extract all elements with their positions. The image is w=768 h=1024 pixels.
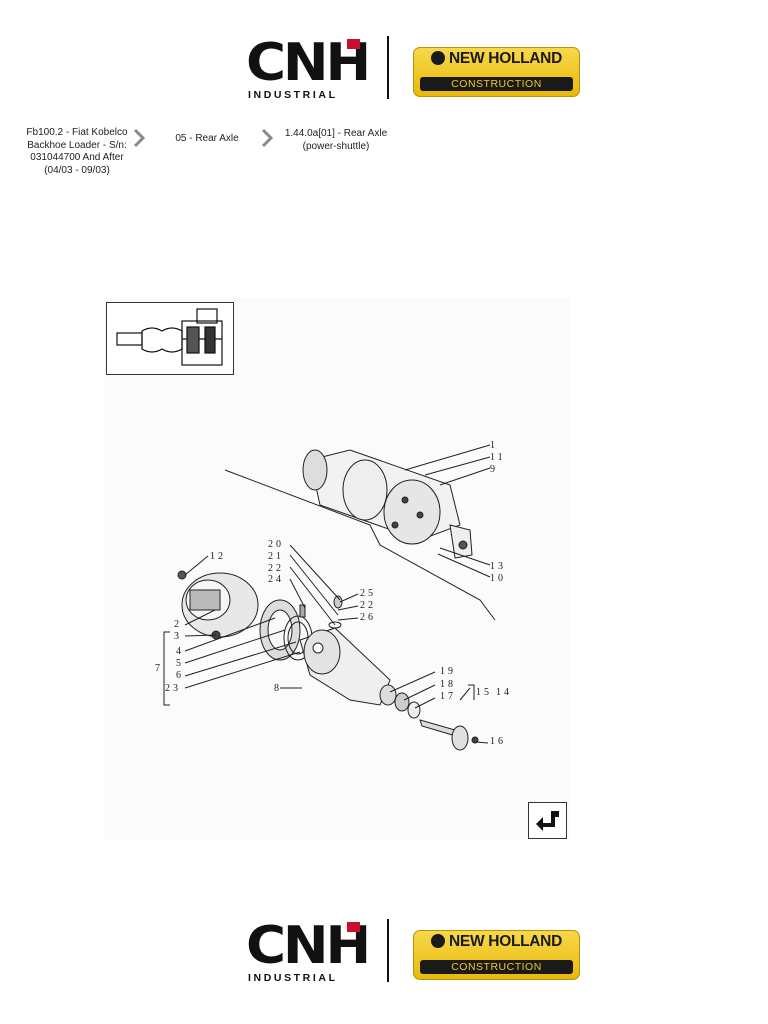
callout-label: 9 (490, 464, 498, 475)
callout-label: 26 (360, 612, 376, 623)
header-logos: CNH INDUSTRIAL NEW HOLLAND CONSTRUCTION (0, 33, 768, 103)
callout-label: 2 (174, 619, 182, 630)
callout-label: 19 (440, 666, 456, 677)
new-holland-construction-logo: NEW HOLLAND CONSTRUCTION (413, 47, 580, 97)
nh-logo-name-row: NEW HOLLAND (414, 50, 579, 68)
callout-label: 17 (440, 691, 456, 702)
callout-label: 15 (476, 687, 492, 698)
new-holland-construction-logo: NEW HOLLAND CONSTRUCTION (413, 930, 580, 980)
nh-logo-division: CONSTRUCTION (420, 960, 573, 974)
callout-label: 4 (176, 646, 184, 657)
nh-logo-name-row: NEW HOLLAND (414, 933, 579, 951)
breadcrumb-item-page: 1.44.0a[01] - Rear Axle (power-shuttle) (284, 128, 388, 152)
logo-divider (387, 919, 389, 982)
callout-label: 25 (360, 588, 376, 599)
nh-leaf-icon (431, 934, 446, 948)
callout-label: 24 (268, 574, 284, 585)
cnh-logo-subtext: INDUSTRIAL (248, 89, 338, 101)
logo-divider (387, 36, 389, 99)
nh-logo-name: NEW HOLLAND (449, 50, 562, 67)
breadcrumb-item-section[interactable]: 05 - Rear Axle (175, 133, 239, 144)
callout-label: 5 (176, 658, 184, 669)
parts-drawing-panel (104, 298, 570, 840)
footer-logos: CNH INDUSTRIAL NEW HOLLAND CONSTRUCTION (0, 916, 768, 986)
cnh-industrial-logo: CNH INDUSTRIAL (246, 37, 371, 101)
callout-label: 8 (274, 683, 282, 694)
callout-label: 3 (174, 631, 182, 642)
callout-label: 16 (490, 736, 506, 747)
return-arrow-icon (536, 811, 559, 831)
return-button[interactable] (528, 802, 567, 839)
cnh-logo-red-dot (347, 39, 360, 49)
nh-logo-division: CONSTRUCTION (420, 77, 573, 91)
nh-logo-name: NEW HOLLAND (449, 933, 562, 950)
cnh-logo-red-dot (347, 922, 360, 932)
callout-label: 13 (490, 561, 506, 572)
callout-label: 22 (268, 563, 284, 574)
callout-label: 7 (155, 663, 163, 674)
breadcrumb-item-model[interactable]: Fb100.2 - Fiat Kobelco Backhoe Loader - … (26, 127, 128, 176)
callout-label: 23 (165, 683, 181, 694)
cnh-industrial-logo: CNH INDUSTRIAL (246, 920, 371, 984)
chevron-right-icon (261, 128, 273, 148)
callout-label: 20 (268, 539, 284, 550)
nh-leaf-icon (431, 51, 446, 65)
callout-label: 6 (176, 670, 184, 681)
chevron-right-icon (133, 128, 145, 148)
callout-label: 18 (440, 679, 456, 690)
callout-label: 1 (490, 440, 498, 451)
callout-label: 21 (268, 551, 284, 562)
callout-label: 11 (490, 452, 506, 463)
callout-label: 10 (490, 573, 506, 584)
rear-axle-exploded-diagram (163, 444, 496, 751)
cnh-logo-subtext: INDUSTRIAL (248, 972, 338, 984)
callout-label: 12 (210, 551, 226, 562)
axle-overview-thumbnail (106, 302, 234, 375)
callout-label: 14 (496, 687, 512, 698)
callout-label: 22 (360, 600, 376, 611)
